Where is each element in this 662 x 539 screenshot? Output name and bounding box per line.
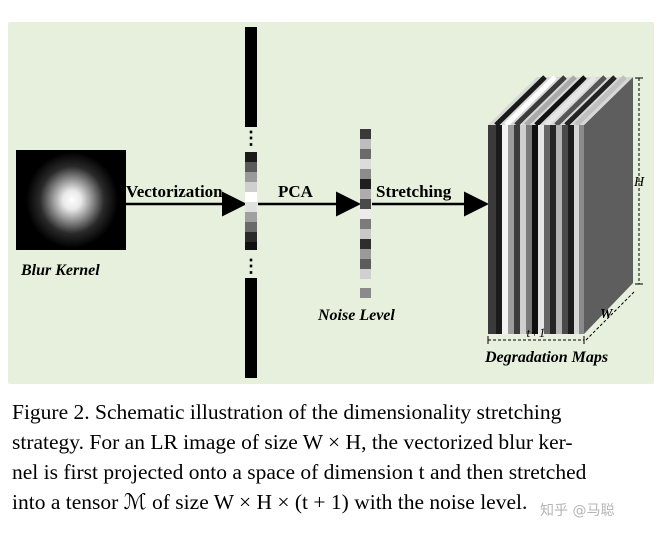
- caption-line-4: into a tensor ℳ of size W × H × (t + 1) …: [12, 490, 528, 514]
- blur-kernel-label: Blur Kernel: [20, 262, 100, 279]
- depth-dimension: [487, 336, 585, 344]
- stretching-label: Stretching: [376, 182, 452, 201]
- caption-line-2: strategy. For an LR image of size W × H,…: [12, 430, 573, 454]
- figure-panel: Blur Kernel Vectorization ⋮ ⋮ PCA: [8, 22, 654, 384]
- noise-level-label: Noise Level: [317, 307, 395, 324]
- degradation-maps-tensor: [488, 75, 633, 334]
- caption-line-3: nel is first projected onto a space of d…: [12, 460, 587, 484]
- caption-line-1: Figure 2. Schematic illustration of the …: [12, 400, 562, 424]
- height-dimension: [635, 77, 643, 285]
- noise-level-cell: [360, 288, 371, 298]
- figure-caption: Figure 2. Schematic illustration of the …: [12, 397, 652, 517]
- diagram: Blur Kernel Vectorization ⋮ ⋮ PCA: [16, 27, 645, 378]
- depth-label: t+1: [527, 325, 546, 340]
- pca-vector-column: [360, 129, 371, 298]
- watermark: 知乎 @马聪: [540, 503, 615, 519]
- ellipsis-top: ⋮: [242, 128, 260, 148]
- blur-kernel-image: [16, 150, 126, 250]
- height-label: H: [633, 175, 645, 190]
- width-dimension: [585, 291, 635, 341]
- vectorized-kernel-column: [245, 27, 257, 378]
- pca-label: PCA: [278, 182, 314, 201]
- vectorization-label: Vectorization: [126, 182, 223, 201]
- degradation-maps-label: Degradation Maps: [484, 349, 608, 366]
- ellipsis-bottom: ⋮: [242, 256, 260, 276]
- width-label: W: [600, 307, 614, 322]
